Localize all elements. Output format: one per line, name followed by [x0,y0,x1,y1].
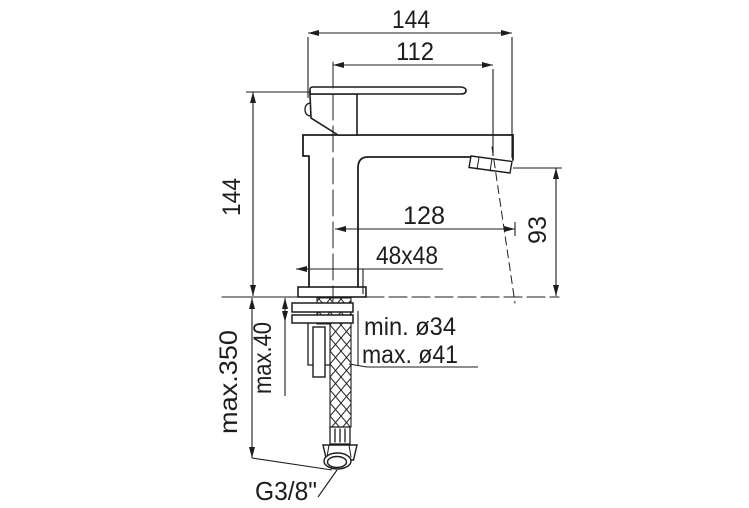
hose-nut [322,444,358,470]
clamp-plate-upper [291,302,354,313]
dim-spout-height: 93 [513,167,562,296]
indicator-bump [304,102,311,117]
dim-height-above-deck-label: 144 [218,178,246,216]
dim-spout-projection: 112 [333,38,494,156]
note-hole-min-label: min. ø34 [364,313,456,341]
dim-deck-thickness: max.40 [249,298,288,396]
dim-hose-length: max.350 [215,298,333,471]
fixing-stud [312,326,326,378]
base-plate [297,286,367,298]
dim-spout-projection-label: 112 [396,38,434,66]
dim-total-length: 144 [307,6,513,158]
faucet-body [302,134,514,288]
dim-total-length-label: 144 [392,6,430,34]
dim-spout-height-label: 93 [524,216,552,244]
hose-ferrule [329,426,351,445]
clamp-plate-lower [291,314,354,324]
dim-spout-reach: 128 [335,202,516,236]
dim-deck-thickness-label: max.40 [249,322,277,394]
dim-spout-reach-label: 128 [403,202,445,230]
aerator [468,155,513,174]
note-connection-thread-label: G3/8" [255,476,317,506]
dim-hose-length-label: max.350 [215,330,243,434]
dim-base-section: 48x48 [296,242,443,294]
handle-lever [309,86,467,95]
dim-base-section-label: 48x48 [376,242,438,270]
faucet-outline [221,61,560,470]
stream-axis-line [491,146,516,304]
note-connection-thread: G3/8" [255,469,338,506]
note-hole-max-label: max. ø41 [362,341,458,369]
dim-height-above-deck: 144 [218,91,311,296]
note-hole-diameter: min. ø34 max. ø41 [348,311,478,369]
